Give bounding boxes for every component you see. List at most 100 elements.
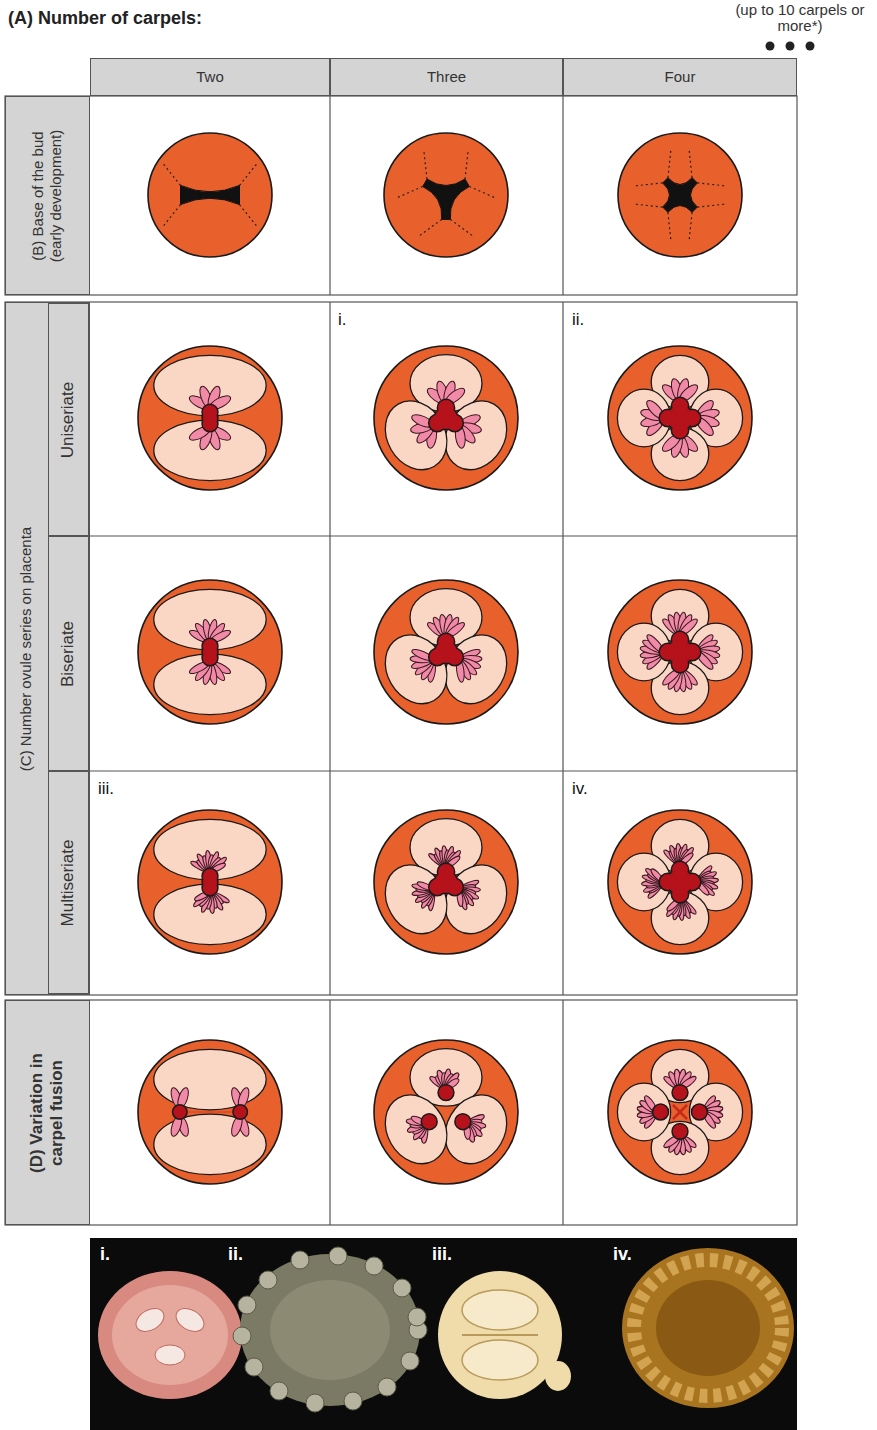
column-rule xyxy=(329,1000,330,1225)
row-header: (C) Number ovule series on placenta Unise… xyxy=(5,302,90,995)
ovule-bumps xyxy=(233,1247,427,1412)
placenta xyxy=(438,634,454,650)
fruit-section xyxy=(622,1248,794,1408)
ovary-wall xyxy=(138,1040,282,1184)
placenta xyxy=(673,1085,687,1099)
locule xyxy=(617,1083,670,1141)
placenta xyxy=(447,879,463,895)
placenta xyxy=(672,632,688,648)
septum xyxy=(680,1112,687,1119)
locule xyxy=(373,1084,459,1175)
placenta xyxy=(684,644,700,660)
ovary-wall xyxy=(608,346,752,490)
ovary-wall xyxy=(608,580,752,724)
photo-number: iv. xyxy=(613,1244,632,1265)
bump xyxy=(378,1378,396,1396)
septum xyxy=(673,1112,680,1119)
row-title: Multiseriate xyxy=(58,778,78,988)
locule xyxy=(462,1340,538,1380)
bump xyxy=(365,1257,383,1275)
placenta xyxy=(203,881,217,895)
placenta xyxy=(429,879,445,895)
locule xyxy=(462,1290,538,1330)
placenta xyxy=(660,644,676,660)
septum xyxy=(462,1334,538,1336)
placenta xyxy=(429,649,445,665)
column-header: Two xyxy=(90,58,330,96)
dotted-line xyxy=(163,205,181,227)
sub-row-header: Multiseriate xyxy=(48,771,89,994)
ovary-wall xyxy=(138,810,282,954)
ovary-wall xyxy=(374,346,518,490)
placenta xyxy=(203,417,217,431)
placenta xyxy=(672,398,688,414)
row-frame xyxy=(5,96,797,295)
placenta xyxy=(439,1085,453,1099)
locule xyxy=(373,854,459,945)
placenta xyxy=(672,422,688,438)
placenta xyxy=(429,649,445,665)
callout-number: iii. xyxy=(98,779,114,799)
dotted-line xyxy=(668,212,671,241)
placenta xyxy=(203,417,217,431)
dot xyxy=(786,42,795,51)
placenta xyxy=(447,415,463,431)
bump xyxy=(233,1327,251,1345)
bump xyxy=(238,1296,256,1314)
column-rule xyxy=(562,302,563,995)
septum xyxy=(181,1111,239,1112)
bump xyxy=(270,1382,288,1400)
dotted-line xyxy=(634,183,663,186)
photo-iii xyxy=(438,1271,571,1399)
column-title: Four xyxy=(564,68,796,86)
row-header: (D) Variation in carpel fusion xyxy=(5,1000,90,1225)
placenta xyxy=(692,1105,706,1119)
row-title: Biseriate xyxy=(58,544,78,764)
photo-iv xyxy=(622,1248,794,1408)
row-frame xyxy=(5,302,797,995)
ovary-sections xyxy=(138,133,752,1184)
placenta xyxy=(456,1115,470,1129)
more-dots xyxy=(766,42,815,51)
row-frame xyxy=(5,1000,797,1225)
placenta xyxy=(684,874,700,890)
row-header: (B) Base of the bud (early development) xyxy=(5,96,90,295)
placenta xyxy=(673,1085,687,1099)
locule xyxy=(172,1304,208,1336)
column-rule xyxy=(562,96,563,295)
placenta xyxy=(660,644,676,660)
placenta xyxy=(672,632,688,648)
placenta xyxy=(672,656,688,672)
placenta xyxy=(173,1106,186,1119)
column-title: Two xyxy=(91,68,329,86)
ovary-wall xyxy=(374,580,518,724)
ovary-wall xyxy=(374,810,518,954)
bump xyxy=(401,1352,419,1370)
fruit-flesh xyxy=(112,1285,228,1385)
note: (up to 10 carpels or more*) xyxy=(733,2,867,34)
callout-number: ii. xyxy=(572,310,584,330)
placenta xyxy=(672,886,688,902)
fruit-lobe xyxy=(545,1361,571,1391)
bump xyxy=(329,1247,347,1265)
sub-row-header: Uniseriate xyxy=(48,303,89,536)
placenta xyxy=(456,1115,470,1129)
placenta xyxy=(672,656,688,672)
placenta xyxy=(672,886,688,902)
locule xyxy=(132,1304,168,1336)
ovary-wall xyxy=(138,346,282,490)
ovary-wall xyxy=(608,810,752,954)
column-rule xyxy=(329,302,330,995)
dot xyxy=(766,42,775,51)
column-title: Three xyxy=(331,68,562,86)
bud-centre xyxy=(423,179,470,219)
bump xyxy=(291,1251,309,1269)
placenta xyxy=(438,864,454,880)
row-title: (C) Number ovule series on placenta xyxy=(17,349,35,949)
placenta xyxy=(234,1106,247,1119)
placenta xyxy=(672,862,688,878)
placenta xyxy=(203,881,217,895)
photo-panel xyxy=(90,1238,797,1430)
photo-i xyxy=(98,1271,242,1399)
placenta xyxy=(673,1124,687,1138)
